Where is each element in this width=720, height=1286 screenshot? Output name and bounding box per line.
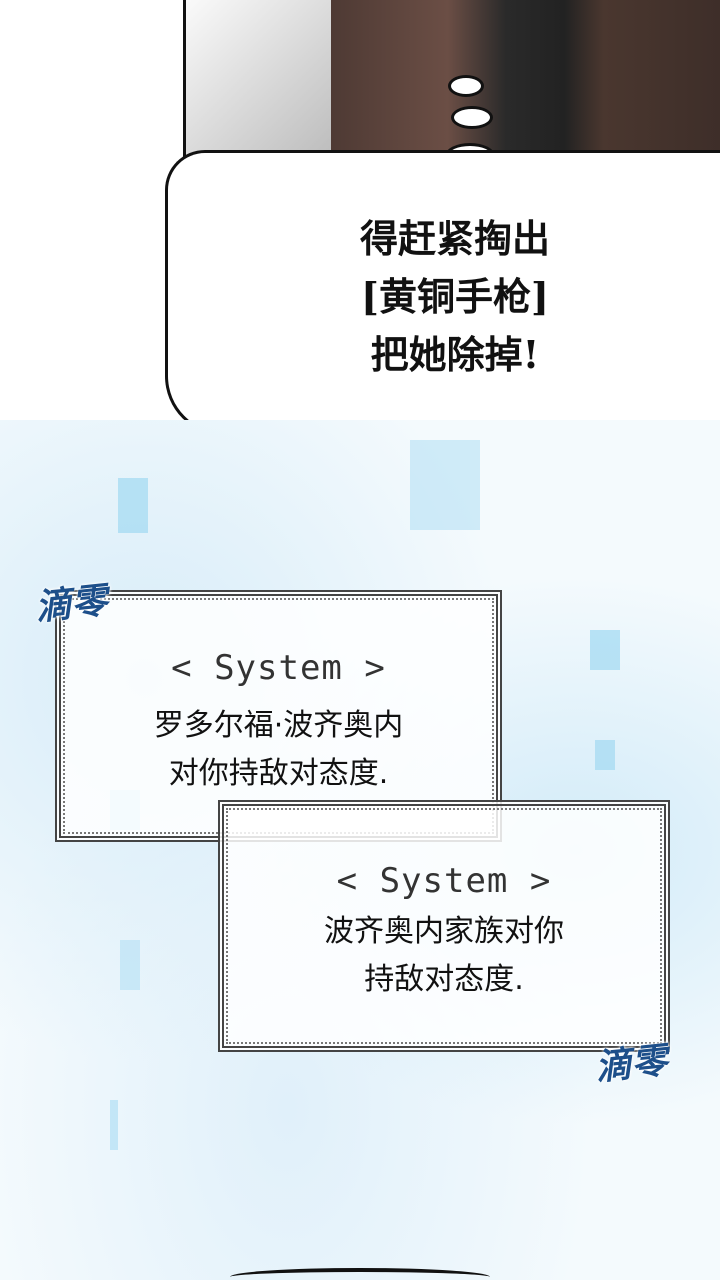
- glitch-square: [595, 740, 615, 770]
- system-line: 对你持敌对态度.: [168, 756, 389, 791]
- system-message: 波齐奥内家族对你 持敌对态度.: [224, 908, 664, 1004]
- speech-line: [黄铜手枪]: [361, 274, 549, 319]
- glitch-square: [120, 940, 140, 990]
- speech-line: 把她除掉!: [370, 332, 540, 377]
- thought-dot: [448, 75, 484, 97]
- system-line: 波齐奥内家族对你: [324, 914, 564, 949]
- sound-effect: 滴零: [593, 1040, 670, 1089]
- system-title: < System >: [336, 861, 552, 901]
- system-title: < System >: [171, 648, 386, 688]
- speech-line: 得赶紧掏出: [359, 216, 550, 261]
- speech-bubble: [165, 150, 720, 436]
- glitch-square: [110, 1100, 118, 1150]
- next-bubble-edge: [230, 1268, 490, 1286]
- glitch-square: [410, 440, 480, 530]
- glitch-square: [590, 630, 620, 670]
- thought-dot: [451, 106, 493, 129]
- system-box-2: < System > 波齐奥内家族对你 持敌对态度.: [218, 800, 670, 1052]
- system-line: 持敌对态度.: [364, 962, 524, 997]
- speech-text: 得赶紧掏出 [黄铜手枪] 把她除掉!: [290, 210, 620, 384]
- glitch-square: [118, 478, 148, 533]
- system-line: 罗多尔福·波齐奥内: [153, 708, 404, 743]
- system-message: 罗多尔福·波齐奥内 对你持敌对态度.: [61, 702, 496, 798]
- sound-effect: 滴零: [33, 580, 110, 629]
